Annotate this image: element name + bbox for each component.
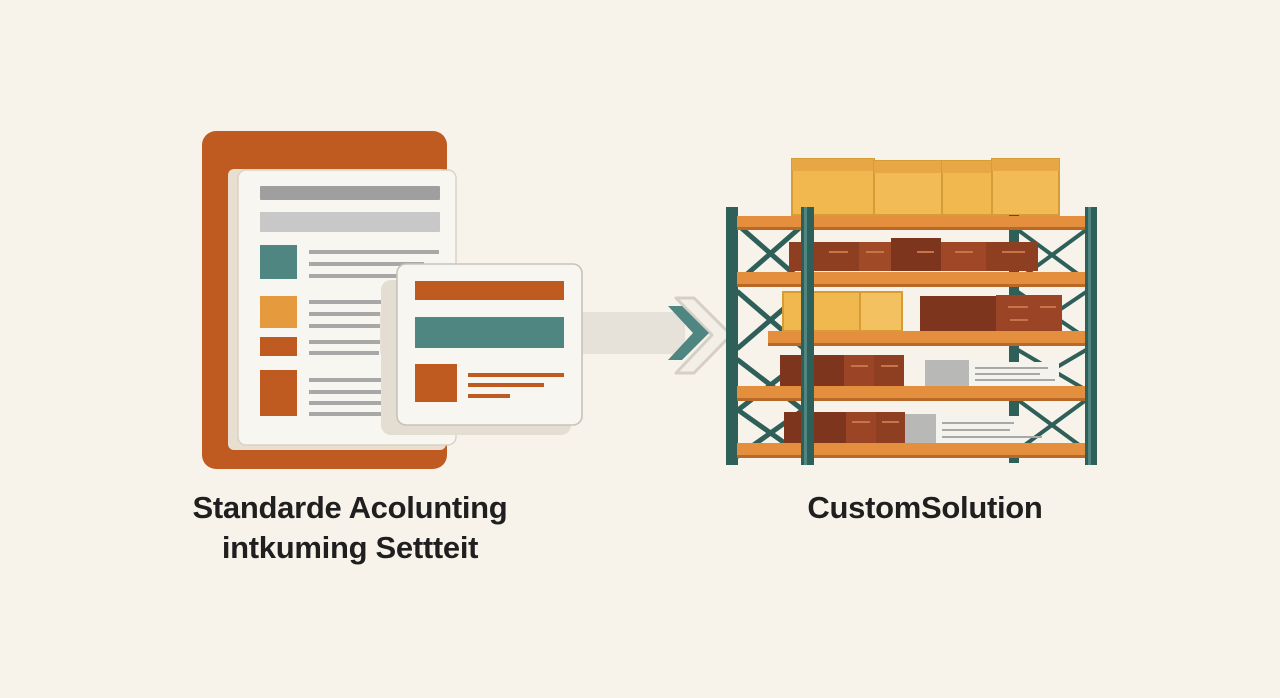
chevron-fill xyxy=(668,306,709,360)
top-crates xyxy=(791,158,1060,216)
brown-box xyxy=(844,355,874,386)
document-line xyxy=(309,274,407,278)
document-line xyxy=(309,340,394,344)
brown-box xyxy=(784,412,846,443)
document-subheader-line xyxy=(260,212,440,232)
transition-connector xyxy=(380,263,685,435)
top-crate-lid xyxy=(942,161,992,173)
shelf-beam xyxy=(737,216,1089,229)
document-teal-block xyxy=(260,245,297,279)
shelf-beam-shadow xyxy=(737,284,1089,287)
summary-card-line xyxy=(468,373,564,377)
shelf-beams xyxy=(737,216,1089,458)
top-crate-lid xyxy=(792,159,874,171)
document-line xyxy=(309,390,419,394)
gray-box xyxy=(905,414,936,443)
left-caption-line-2: intkuming Settteit xyxy=(221,530,479,565)
brown-box xyxy=(846,412,876,443)
brown-box xyxy=(874,355,904,386)
gold-box xyxy=(859,291,903,332)
front-left-post-highlight xyxy=(804,207,807,465)
gray-box xyxy=(925,360,969,386)
document-line xyxy=(309,351,379,355)
shelf-beam-shadow xyxy=(768,343,1089,346)
brown-box xyxy=(920,296,996,331)
warehouse-shelving-icon xyxy=(726,158,1097,465)
document-line xyxy=(309,412,383,416)
summary-card-line xyxy=(468,383,544,387)
brown-box xyxy=(996,295,1062,331)
summary-card-rust-square xyxy=(415,364,457,402)
brown-box xyxy=(891,238,941,271)
document-line xyxy=(309,300,424,304)
summary-card-rust-bar xyxy=(415,281,564,300)
document-line xyxy=(309,262,424,266)
brace xyxy=(1016,398,1088,452)
shelf-beam xyxy=(737,272,1089,286)
document-rust-small-block xyxy=(260,337,297,356)
left-caption-line-1: Standarde Acolunting xyxy=(192,490,508,525)
front-right-post-highlight xyxy=(1088,207,1091,465)
custom-solution-caption: CustomSolution xyxy=(807,490,1043,525)
document-line xyxy=(309,401,407,405)
chevron-outline xyxy=(674,296,733,375)
shelf-4-boxes xyxy=(784,412,1042,443)
shelf-beam xyxy=(737,443,1089,457)
front-left-post xyxy=(801,207,814,465)
shelf-beam-shadow xyxy=(737,455,1089,458)
document-orange-block xyxy=(260,296,297,328)
top-crate-lid xyxy=(874,161,942,173)
gold-box xyxy=(782,291,861,332)
top-crate-lid xyxy=(992,159,1059,171)
shelf-2-boxes xyxy=(782,291,1062,332)
brown-box xyxy=(986,242,1038,271)
standard-accounting-caption: Standarde Acolunting intkuming Settteit xyxy=(150,488,550,568)
brace xyxy=(1016,228,1088,282)
document-header-line xyxy=(260,186,440,200)
shelf-beam-shadow xyxy=(737,227,1089,230)
shelf-beam-shadow xyxy=(737,398,1089,401)
document-line xyxy=(309,312,409,316)
chevron-right-arrow-icon xyxy=(668,296,733,375)
document-line xyxy=(309,324,397,328)
document-line xyxy=(309,250,439,254)
rear-left-post xyxy=(726,207,738,465)
summary-card-teal-bar xyxy=(415,317,564,348)
shelf-beam xyxy=(768,331,1089,345)
shelf-beam xyxy=(737,386,1089,400)
summary-card-line xyxy=(468,394,510,398)
brown-box xyxy=(859,242,891,271)
document-rust-block xyxy=(260,370,297,416)
shelf-1-boxes xyxy=(789,238,1038,271)
brown-box xyxy=(876,412,905,443)
document-line xyxy=(309,378,427,382)
brown-box xyxy=(789,242,859,271)
brown-box xyxy=(941,242,986,271)
